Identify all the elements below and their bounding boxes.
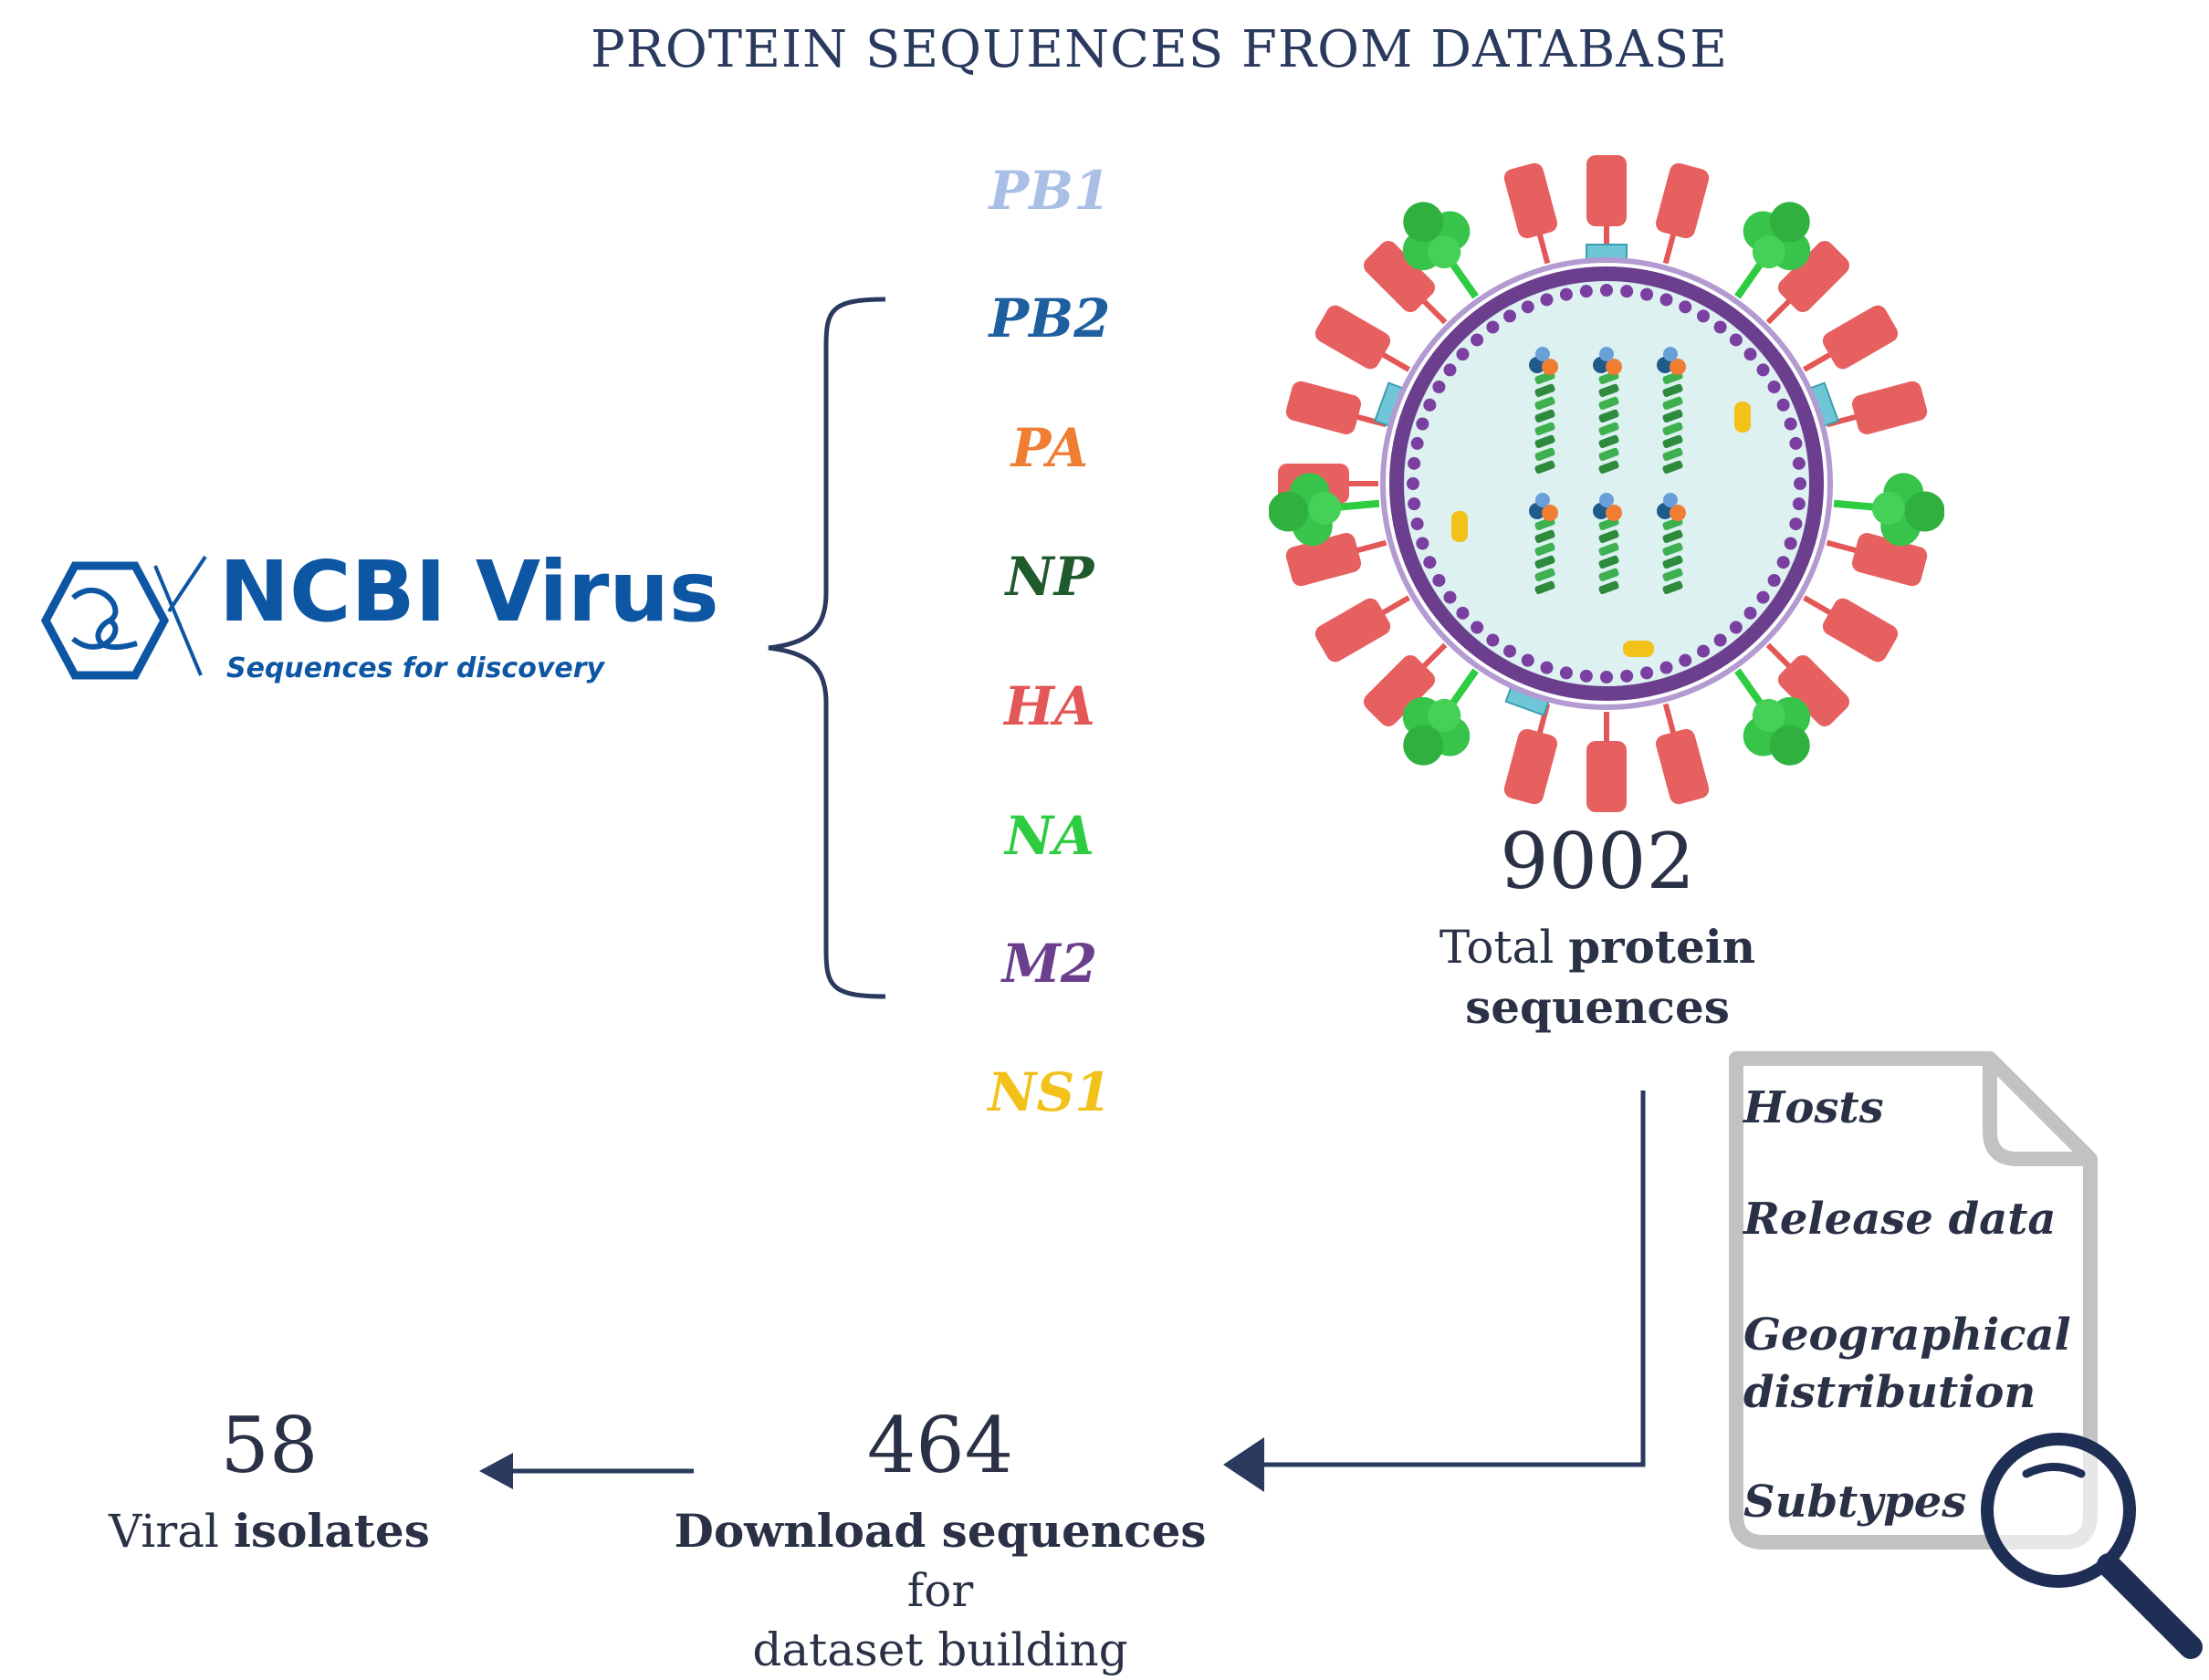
download-count: 464	[866, 1401, 1014, 1490]
metadata-item: distribution	[1743, 1367, 2036, 1418]
protein-label-ns1: NS1	[988, 1061, 1112, 1123]
caption-line2: dataset building	[752, 1623, 1128, 1676]
arrow-head-isolates	[479, 1453, 513, 1489]
metadata-item: Subtypes	[1743, 1477, 1967, 1528]
total-sequences-caption: Total protein sequences	[1397, 917, 1798, 1038]
protein-label-ha: HA	[1004, 675, 1095, 737]
caption-bold: isolates	[233, 1504, 430, 1558]
isolates-count: 58	[220, 1401, 319, 1490]
caption-bold: protein	[1568, 920, 1756, 974]
caption-text: for	[906, 1564, 974, 1617]
logo-tagline: Sequences for discovery	[226, 652, 605, 684]
influenza-virus-illustration	[1269, 155, 1944, 812]
ncbi-virus-logo-icon	[40, 555, 207, 680]
total-sequences-count: 9002	[1500, 817, 1695, 906]
protein-label-m2: M2	[1001, 933, 1098, 995]
caption-line2: sequences	[1465, 980, 1730, 1034]
metadata-item: Hosts	[1743, 1082, 1884, 1133]
caption-text: Total	[1439, 921, 1569, 974]
isolates-caption: Viral isolates	[82, 1501, 456, 1561]
download-caption: Download sequences for dataset building	[639, 1501, 1241, 1680]
metadata-item: Release data	[1743, 1194, 2057, 1245]
logo-name: NCBI Virus	[219, 543, 719, 641]
protein-label-na: NA	[1004, 805, 1095, 867]
curly-brace	[768, 297, 886, 999]
protein-label-np: NP	[1005, 546, 1094, 608]
protein-label-pa: PA	[1010, 417, 1089, 479]
magnifier-icon	[1981, 1433, 2203, 1659]
caption-text: Viral	[109, 1505, 234, 1558]
page-title: PROTEIN SEQUENCES FROM DATABASE	[591, 20, 1728, 79]
metadata-item: Geographical	[1743, 1310, 2071, 1361]
arrow-head-download	[1223, 1437, 1264, 1492]
protein-label-pb2: PB2	[989, 287, 1111, 350]
protein-label-pb1: PB1	[989, 160, 1111, 222]
caption-bold: Download sequences	[674, 1504, 1207, 1558]
